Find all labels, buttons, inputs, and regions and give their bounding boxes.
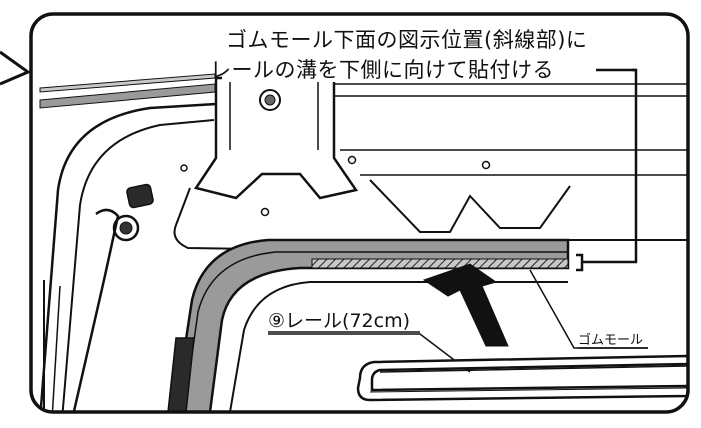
rail-label: ⑨レール(72cm) xyxy=(268,310,410,332)
rubber-molding-label: ゴムモール xyxy=(578,333,644,348)
callout-pointer xyxy=(0,50,32,86)
diagram-frame xyxy=(29,12,690,414)
instruction-line-1: ゴムモール下面の図示位置(斜線部)に xyxy=(226,28,588,52)
instruction-line-2: レールの溝を下側に向けて貼付ける xyxy=(210,58,554,82)
hatched-mounting-area xyxy=(311,258,569,269)
rail-part xyxy=(356,354,688,402)
install-direction-arrow xyxy=(422,263,509,347)
